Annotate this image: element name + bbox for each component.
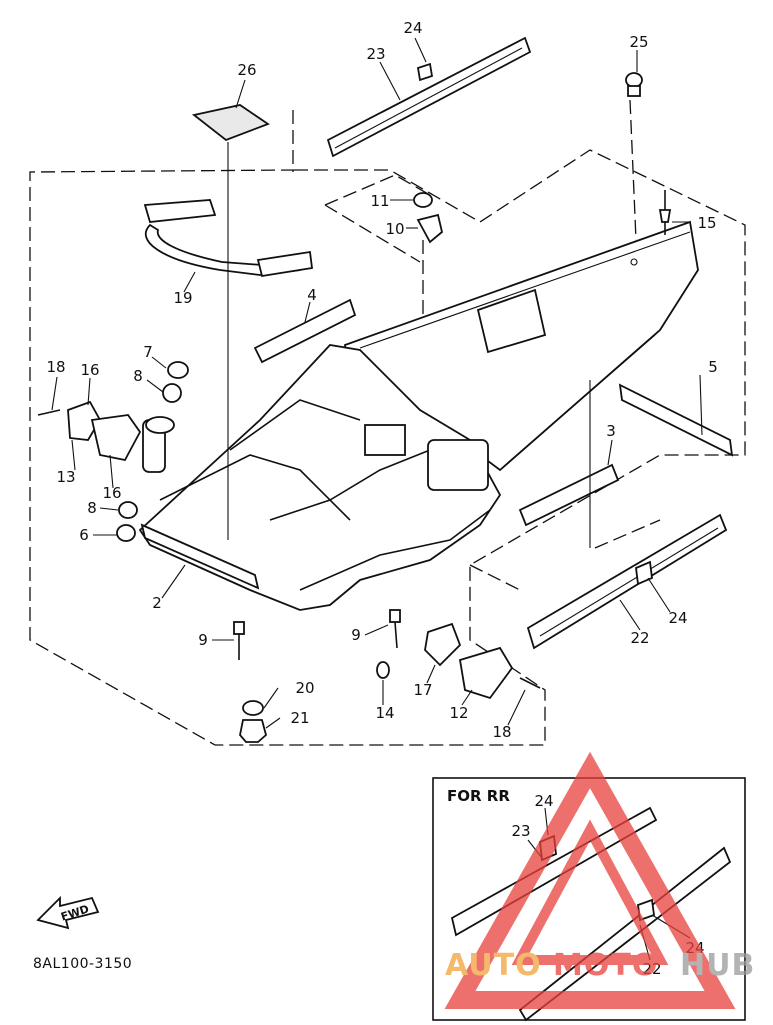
shock-mount — [142, 416, 175, 473]
callout-5: 5 — [708, 358, 718, 376]
callout-7: 7 — [143, 343, 153, 361]
callout-13: 13 — [56, 468, 75, 486]
leader-lines — [51, 37, 703, 729]
callout-3: 3 — [606, 422, 616, 440]
watermark-logo: AUTO MOTO HUB — [444, 751, 755, 1009]
dashed-plane-upper — [324, 174, 431, 263]
bolt-part-18a — [37, 409, 61, 416]
callout-18: 18 — [46, 358, 65, 376]
assembly-boundary — [29, 149, 746, 746]
pad-part-26 — [191, 104, 270, 142]
callout-26: 26 — [237, 61, 256, 79]
watermark-text-hub: HUB — [680, 948, 755, 983]
nut-part-11 — [413, 192, 433, 208]
callout-9b: 9 — [351, 626, 361, 644]
grab-bar-bracket-right — [256, 250, 314, 278]
callout-17: 17 — [413, 681, 432, 699]
callout-6: 6 — [79, 526, 89, 544]
side-rail-part-2 — [140, 523, 260, 590]
bracket-part-4 — [253, 298, 357, 364]
callout-12: 12 — [449, 704, 468, 722]
callout-16b: 16 — [102, 484, 121, 502]
bracket-part-10 — [416, 213, 444, 244]
mount-part-16 — [90, 414, 142, 462]
watermark-text-auto: AUTO — [445, 948, 542, 983]
dashed-vertical-c — [629, 99, 637, 241]
pin-part-15 — [658, 190, 672, 235]
callout-15: 15 — [697, 214, 716, 232]
callout-22: 22 — [630, 629, 649, 647]
inset-callout-23: 23 — [511, 822, 530, 840]
watermark-text-moto: MOTO — [553, 948, 658, 983]
chassis-frame — [138, 344, 502, 611]
dashed-plane-lower — [469, 519, 661, 591]
callout-11: 11 — [370, 192, 389, 210]
drawing-code: 8AL100-3150 — [33, 956, 132, 972]
mount-part-12 — [458, 646, 514, 700]
callout-23: 23 — [366, 45, 385, 63]
bolt-part-18b — [519, 677, 541, 689]
inset-callout-24a: 24 — [534, 792, 553, 810]
callout-2: 2 — [152, 594, 162, 612]
bolt-part-9b — [389, 609, 401, 649]
callout-24: 24 — [403, 19, 422, 37]
inset-title: FOR RR — [447, 787, 510, 805]
bracket-part-3 — [518, 463, 620, 527]
washer-part-20 — [242, 700, 264, 716]
callout-14: 14 — [375, 704, 394, 722]
tunnel-frame-part-1 — [344, 220, 699, 472]
callout-16: 16 — [80, 361, 99, 379]
side-strip-lower — [526, 513, 728, 650]
nut-part-21 — [239, 719, 268, 743]
rubber-part-8a — [162, 383, 182, 403]
callout-10: 10 — [385, 220, 404, 238]
callout-20: 20 — [295, 679, 314, 697]
callout-8: 8 — [133, 367, 143, 385]
inset-for-rr: FOR RR 24 23 24 22 — [432, 777, 746, 1022]
rubber-part-8b — [118, 501, 138, 519]
grab-bar-bracket-left — [143, 199, 217, 223]
cap-part-25 — [625, 72, 643, 97]
callout-21: 21 — [290, 709, 309, 727]
emblem-upper — [416, 62, 434, 82]
callout-4: 4 — [307, 286, 317, 304]
callout-25: 25 — [629, 33, 648, 51]
bolt-part-9a — [233, 621, 245, 660]
mount-part-17 — [424, 622, 462, 667]
rubber-part-6 — [116, 524, 136, 542]
rubber-part-14 — [376, 661, 390, 679]
callout-24b: 24 — [668, 609, 687, 627]
callout-8b: 8 — [87, 499, 97, 517]
callout-18b: 18 — [492, 723, 511, 741]
callout-19: 19 — [173, 289, 192, 307]
watermark-triangle-icon — [444, 751, 736, 1009]
callout-9: 9 — [198, 631, 208, 649]
fwd-arrow: FWD — [36, 895, 100, 930]
side-strip-upper — [326, 36, 532, 158]
bar-part-5 — [618, 383, 734, 457]
rubber-part-7 — [167, 361, 189, 379]
